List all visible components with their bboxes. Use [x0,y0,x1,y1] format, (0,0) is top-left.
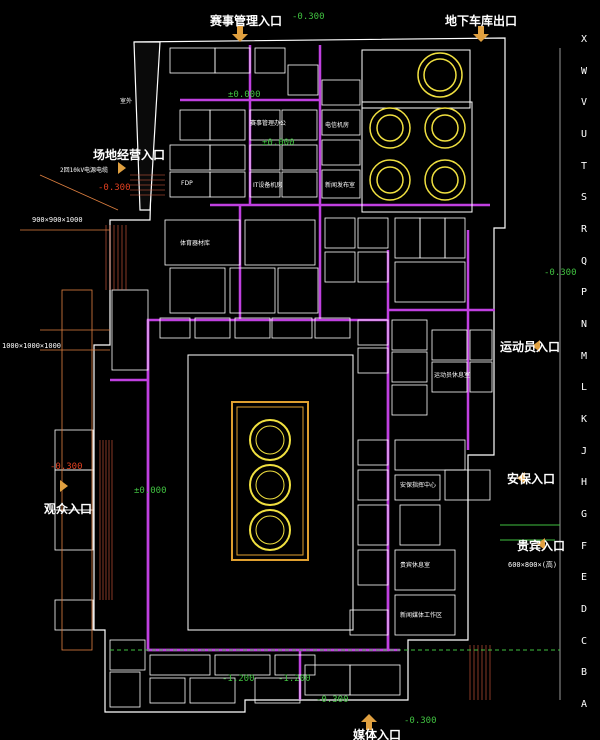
grid-axis-l: L [580,382,588,394]
grid-axis-q: Q [580,255,588,267]
room-label-it: IT设备机房 [253,182,283,189]
level-mark-bottom-a: -1.200 [222,674,255,684]
arena [187,354,354,631]
media-entrance-label: 媒体入口 [353,728,402,740]
level-lines [110,524,560,651]
level-mark-bottom-b: -1.200 [278,674,311,684]
grid-axis-j: J [580,445,588,457]
level-mark-top: -0.300 [292,12,325,22]
vip-entrance-label: 贵宾入口 [517,539,566,553]
grid-axis-d: D [580,604,588,615]
level-mark-left-lower: -0.300 [50,462,83,472]
room-label-event-office: 赛事管理办公 [250,120,287,127]
level-mark-left-upper: -0.300 [98,183,131,193]
grid-axis-p: P [580,287,588,299]
grid-axis-n: N [580,319,588,330]
room-label-telecom: 电信机房 [325,122,350,129]
dimension-note-2: 1000×1000×1000 [2,342,62,350]
level-mark-center: ±0.000 [134,486,167,496]
level-mark-upper-b: ±0.000 [262,138,295,148]
cable-note: 2回10kV电源电缆 [60,167,109,174]
spectator-entrance-label: 观众入口 [44,502,93,516]
grid-axis-r: R [580,224,588,235]
grid-axis-g: G [580,509,588,520]
security-entrance-label: 安保入口 [507,472,556,486]
room-label-vip-lounge: 贵宾休息室 [400,562,431,569]
level-mark-bottom-d: -0.300 [404,716,437,726]
level-mark-right-q: -0.300 [544,268,577,278]
grid-axis-k: K [580,414,588,425]
athletes-entrance-label: 运动员入口 [500,340,561,354]
grid-axis-u: U [580,129,588,140]
grid-axis-m: M [580,350,588,362]
dimension-note-3: 600×800×(高) [508,561,558,569]
grid-axis-w: W [580,65,588,77]
grid-axis-t: T [580,160,588,172]
outdoor-note: 室外 [120,98,133,105]
entrance-arrows [60,26,545,730]
grid-axis-e: E [580,572,588,584]
training-rinks [361,49,473,213]
level-mark-bottom-c: -0.300 [316,695,349,705]
grid-axis-f: F [580,540,588,552]
field-operations-entrance-label: 场地经营入口 [93,148,166,162]
room-label-press: 新闻发布室 [325,182,356,189]
underground-garage-exit-label: 地下车库出口 [445,14,518,28]
grid-axis-s: S [580,192,588,204]
room-label-equipment: 体育器材库 [180,240,211,247]
exterior-lines [20,174,119,651]
grid-axis-c: C [580,635,588,647]
grid-axis-h: H [580,477,588,489]
grid-axis-x: X [580,34,588,45]
event-management-entrance-label: 赛事管理入口 [210,14,283,28]
grid-axis-v: V [580,97,588,109]
room-label-security: 安保指挥中心 [400,482,437,489]
level-mark-upper-a: ±0.000 [228,90,261,100]
grid-axis-b: B [580,667,588,679]
dimension-note-1: 900×900×1000 [32,216,83,224]
stairs [99,174,491,700]
room-walls [54,47,493,708]
grid-axis-a: A [580,699,588,710]
room-label-fdp: FDP [181,180,193,187]
room-label-media: 新闻媒体工作区 [400,612,443,619]
room-label-athlete-lounge: 运动员休息室 [434,372,471,379]
